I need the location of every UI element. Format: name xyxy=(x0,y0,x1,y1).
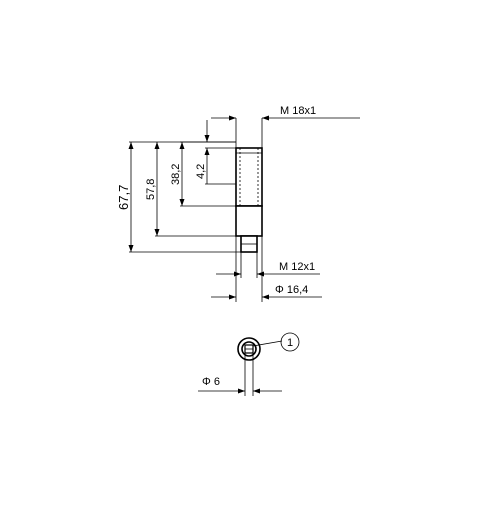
dim-thread-top: M 18x1 xyxy=(211,105,360,121)
dim-outer-diameter: Φ 16,4 xyxy=(211,236,322,302)
sensor-housing xyxy=(235,205,263,237)
front-inner-ring xyxy=(241,341,257,357)
sensor-side-view xyxy=(235,118,263,253)
sensor-front-view: 1 xyxy=(237,332,300,361)
dim-length-total: 67,7 xyxy=(116,142,134,252)
dim-thread-bottom: M 12x1 xyxy=(216,252,320,278)
dim-extension-lines xyxy=(129,141,241,253)
dim-lens-diameter: Φ 6 xyxy=(198,353,282,396)
dim-length-body: 57,8 xyxy=(145,142,160,236)
length-total-label: 67,7 xyxy=(116,185,131,210)
length-thread-label: 38,2 xyxy=(170,164,182,185)
outer-diameter-label: Φ 16,4 xyxy=(275,284,308,296)
callout-circle xyxy=(280,332,300,352)
callout-number: 1 xyxy=(287,337,293,349)
length-face-label: 4,2 xyxy=(195,164,207,179)
thread-bottom-label: M 12x1 xyxy=(279,261,315,273)
dim-length-face: 4,2 xyxy=(195,120,210,184)
thread-top-label: M 18x1 xyxy=(280,105,316,117)
lens-diameter-label: Φ 6 xyxy=(202,376,220,388)
length-body-label: 57,8 xyxy=(145,179,157,200)
dim-length-thread: 38,2 xyxy=(170,142,185,206)
